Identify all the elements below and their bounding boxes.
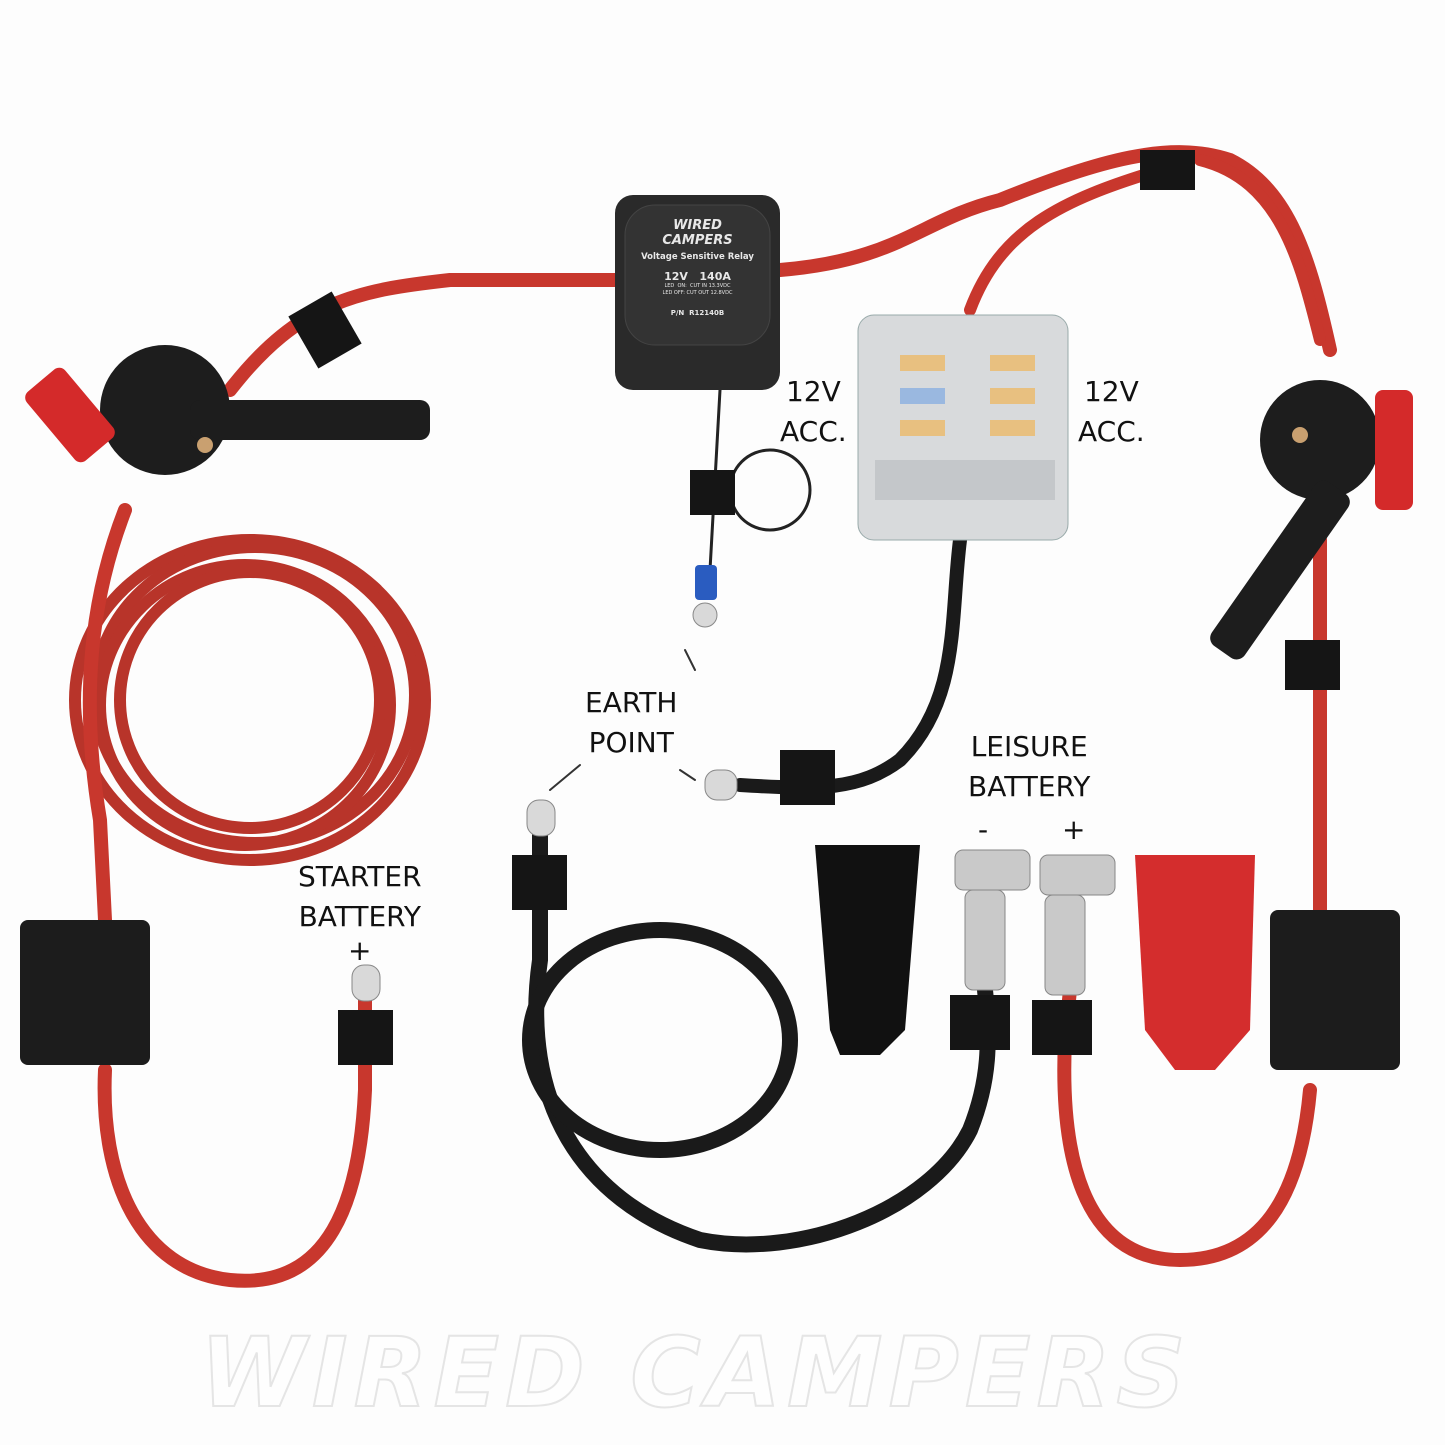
battery-isolator-left bbox=[25, 345, 430, 475]
relay-brand-line1: WIRED bbox=[673, 218, 722, 233]
relay-rating: 12V 140A bbox=[664, 270, 731, 283]
label-line: POINT bbox=[588, 726, 674, 759]
red-cable-right bbox=[1057, 533, 1327, 1268]
relay-brand-line2: CAMPERS bbox=[662, 233, 733, 248]
label-line: 12V bbox=[785, 375, 841, 408]
label-earth-point: EARTH POINT bbox=[585, 683, 677, 763]
label-starter-battery: STARTER BATTERY + bbox=[298, 857, 422, 965]
red-cable-right-2 bbox=[1194, 154, 1326, 346]
label-12v-acc-right: 12V ACC. bbox=[1078, 372, 1145, 452]
red-cable-top bbox=[223, 145, 1337, 397]
battery-clamps bbox=[954, 849, 1116, 996]
fuses bbox=[900, 355, 1035, 436]
label-line: BATTERY bbox=[298, 900, 421, 933]
black-terminal-cover bbox=[815, 845, 920, 1055]
fuse-holder-right bbox=[1270, 910, 1400, 1070]
label-line: ACC. bbox=[780, 415, 847, 448]
callout-lines bbox=[549, 649, 696, 791]
relay-led-on: LED ON: CUT IN 13.3VDC bbox=[664, 283, 731, 289]
relay-led-off: LED OFF: CUT OUT 12.8VDC bbox=[662, 290, 733, 296]
black-cable-loop bbox=[522, 922, 798, 1158]
black-cable-earth-coil bbox=[528, 822, 996, 1253]
earth-ring-terminal bbox=[692, 602, 718, 628]
label-line: STARTER bbox=[298, 860, 422, 893]
relay-part-number: P/N R12140B bbox=[670, 309, 725, 317]
label-line: ACC. bbox=[1078, 415, 1145, 448]
fuse-box bbox=[857, 314, 1069, 541]
red-cable-left bbox=[82, 503, 372, 1288]
label-line: 12V bbox=[1083, 375, 1139, 408]
relay-label: WIRED CAMPERS Voltage Sensitive Relay 12… bbox=[615, 218, 780, 317]
watermark: WIRED CAMPERS bbox=[199, 1317, 1192, 1429]
red-cable-coil bbox=[69, 534, 431, 866]
blue-crimp bbox=[695, 565, 717, 600]
label-leisure-positive: + bbox=[1062, 813, 1086, 846]
label-12v-acc-left: 12V ACC. bbox=[780, 372, 847, 452]
label-line: LEISURE bbox=[970, 730, 1088, 763]
fuse-holder-left bbox=[20, 920, 150, 1065]
label-line: EARTH bbox=[585, 686, 678, 719]
red-terminal-cover bbox=[1135, 855, 1255, 1070]
label-leisure-battery: LEISURE BATTERY bbox=[968, 727, 1090, 807]
red-cable-fusebox bbox=[964, 164, 1166, 316]
ring-terminals bbox=[351, 602, 738, 1002]
black-cable-fusebox bbox=[733, 533, 967, 795]
battery-isolator-right bbox=[1210, 380, 1413, 660]
label-leisure-negative: - bbox=[978, 813, 989, 846]
earth-wire-loop bbox=[728, 448, 812, 532]
label-line: BATTERY bbox=[968, 770, 1091, 803]
label-line: + bbox=[348, 934, 372, 967]
relay-name: Voltage Sensitive Relay bbox=[641, 252, 754, 262]
cable-clips bbox=[288, 150, 1340, 1065]
